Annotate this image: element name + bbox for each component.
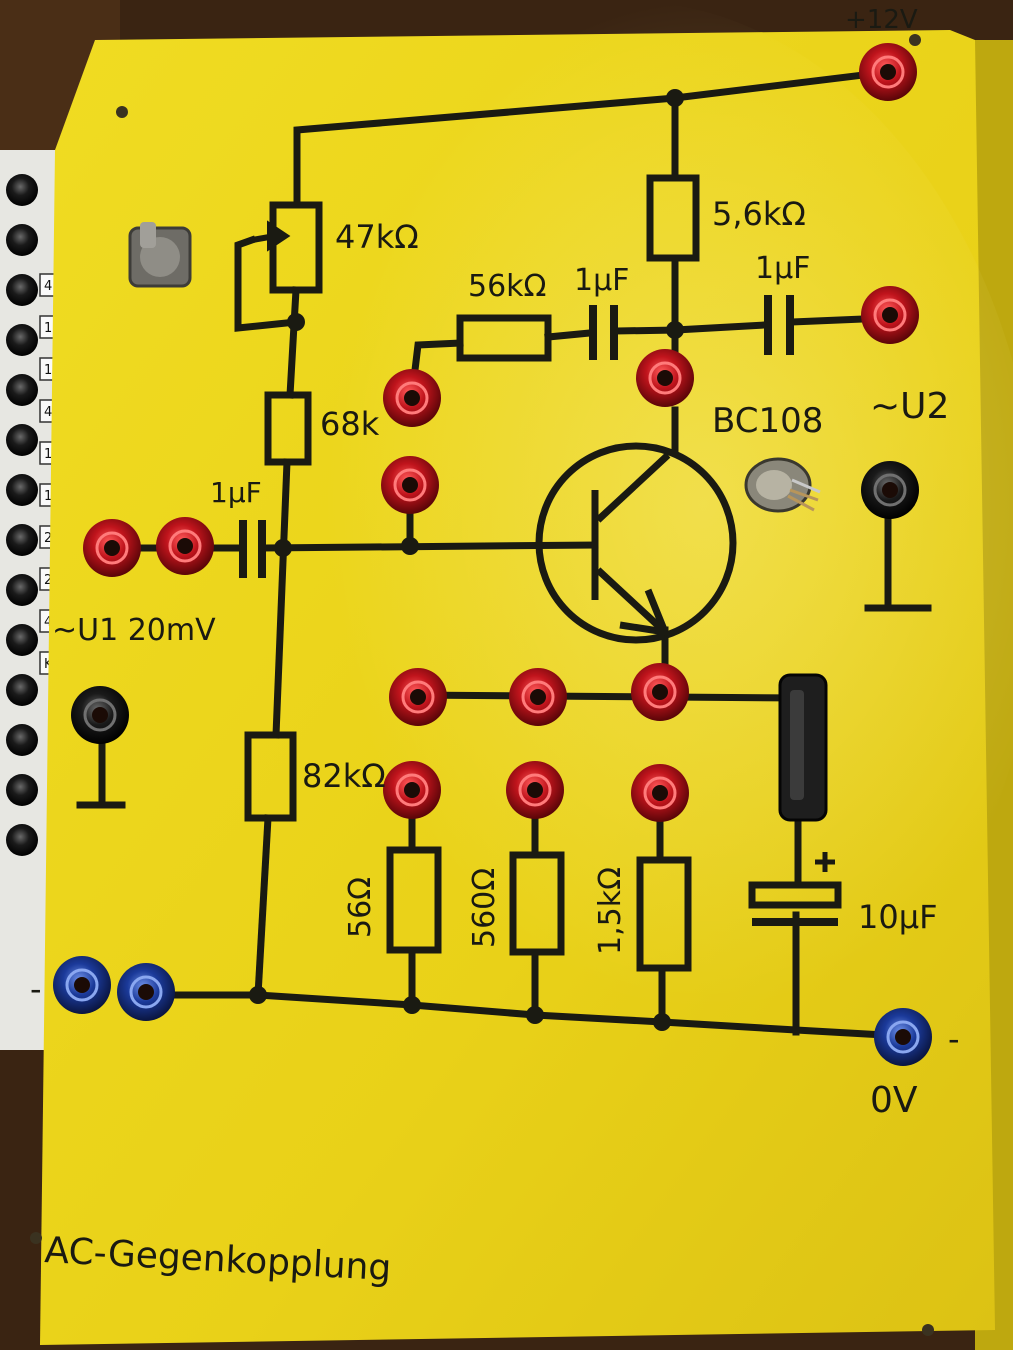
side-socket[interactable] [6, 274, 38, 306]
socket-input-ground[interactable] [71, 686, 129, 744]
capacitor-emitter [748, 881, 842, 909]
side-socket[interactable] [6, 424, 38, 456]
side-socket[interactable] [6, 724, 38, 756]
side-socket[interactable] [6, 624, 38, 656]
feedback-resistor-label: 56kΩ [468, 269, 546, 304]
socket-emitter-1k5[interactable] [631, 764, 689, 822]
output-capacitor-label: 1μF [755, 251, 810, 286]
socket-emitter-56[interactable] [383, 761, 441, 819]
transistor-symbol [535, 442, 737, 644]
side-socket[interactable] [6, 524, 38, 556]
capacitors [239, 295, 842, 926]
feedback-capacitor-label: 1μF [574, 263, 629, 298]
resistors [244, 174, 700, 972]
resistor-560 [509, 851, 565, 956]
socket-output-u2[interactable] [861, 286, 919, 344]
supply-label: +12V [845, 5, 918, 35]
junction-dots [249, 89, 684, 1031]
pot-label: 47kΩ [335, 218, 419, 256]
socket-input-1[interactable] [83, 519, 141, 577]
socket-ground-1[interactable] [53, 956, 111, 1014]
side-label: K [44, 657, 53, 672]
socket-feedback-node[interactable] [383, 369, 441, 427]
side-socket[interactable] [6, 474, 38, 506]
socket-collector[interactable] [636, 349, 694, 407]
socket-output-ground[interactable] [861, 461, 919, 519]
side-socket[interactable] [6, 774, 38, 806]
side-socket[interactable] [6, 324, 38, 356]
emitter-resistor-1k5-label: 1,5kΩ [593, 867, 628, 955]
emitter-capacitor-label: 10μF [858, 898, 937, 936]
resistor-1k5 [636, 856, 692, 972]
socket-ground-0v[interactable] [874, 1008, 932, 1066]
bottom-resistor-label: 82kΩ [302, 757, 386, 795]
side-socket[interactable] [6, 674, 38, 706]
bias-resistor-label: 68k [320, 405, 380, 443]
socket-emitter[interactable] [631, 663, 689, 721]
side-socket[interactable] [6, 824, 38, 856]
resistor-5k6 [646, 174, 700, 262]
panel-screws [30, 34, 934, 1336]
socket-base-test[interactable] [381, 456, 439, 514]
minus-right-label: - [948, 1020, 960, 1058]
shorting-jumper[interactable] [778, 673, 828, 822]
potentiometer-knob[interactable] [128, 222, 192, 288]
emitter-resistor-56-label: 56Ω [343, 877, 378, 938]
resistor-68k [264, 391, 312, 466]
socket-emitter-rail-1[interactable] [389, 668, 447, 726]
bc108-transistor-part [744, 457, 821, 513]
resistor-56 [386, 846, 442, 954]
side-label: 4 [44, 279, 52, 294]
socket-input-2[interactable] [156, 517, 214, 575]
minus-left-label: - [30, 970, 42, 1008]
resistor-56k [456, 314, 552, 362]
emitter-resistor-560-label: 560Ω [467, 868, 502, 948]
socket-supply-12v[interactable] [859, 43, 917, 101]
ground-label: 0V [870, 1080, 918, 1121]
output-signal-label: ~U2 [870, 386, 949, 427]
socket-emitter-560[interactable] [506, 761, 564, 819]
side-socket[interactable] [6, 224, 38, 256]
input-capacitor-label: 1μF [210, 476, 262, 509]
collector-resistor-label: 5,6kΩ [712, 195, 806, 233]
side-socket[interactable] [6, 574, 38, 606]
side-socket[interactable] [6, 374, 38, 406]
socket-ground-2[interactable] [117, 963, 175, 1021]
pot-wiper-arrow [251, 220, 291, 252]
socket-emitter-rail-2[interactable] [509, 668, 567, 726]
input-signal-label: ~U1 20mV [52, 613, 216, 648]
side-socket[interactable] [6, 174, 38, 206]
resistor-82k [244, 731, 297, 822]
transistor-label: BC108 [712, 401, 823, 441]
